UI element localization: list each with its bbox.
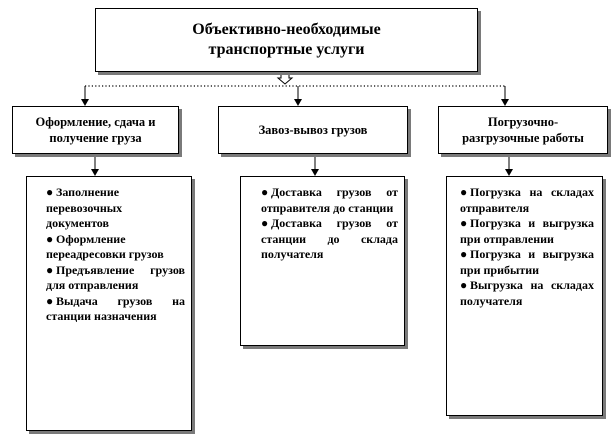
main-title-line-1: Объективно-необходимые — [192, 21, 381, 38]
arrow-to-category-3 — [501, 86, 509, 106]
bullet-icon: ● — [460, 278, 468, 292]
items-list-delivery: ●Доставка грузов от отправителя до станц… — [240, 176, 405, 346]
list-item: ●Погрузка и выгрузка при прибытии — [460, 247, 594, 278]
arrow-to-list-1 — [91, 157, 99, 176]
arrow-to-category-1 — [81, 86, 89, 106]
list-item: ●Доставка грузов от станции до склада по… — [261, 216, 398, 263]
category-3-title-line-2: разгрузочные работы — [462, 131, 584, 145]
list-item: ●Заполнение перевозочных документов — [46, 185, 185, 232]
list-item-text: Доставка грузов от станции до склада пол… — [261, 216, 398, 261]
hollow-down-arrow — [276, 71, 294, 85]
bullet-icon: ● — [460, 216, 468, 230]
bullet-icon: ● — [46, 262, 54, 277]
list-item-text: Предъявление грузов для отправления — [46, 262, 185, 293]
bullet-icon: ● — [46, 293, 54, 308]
category-2-title-line-1: Завоз-вывоз грузов — [258, 123, 368, 137]
bullet-icon: ● — [46, 231, 54, 246]
bullet-icon: ● — [261, 216, 269, 230]
list-item: ●Выдача грузов на станции назначения — [46, 294, 185, 325]
category-1-title-line-1: Оформление, сдача и — [35, 115, 156, 129]
list-item-text: Оформление переадресовки грузов — [46, 231, 164, 262]
list-item-text: Выгрузка на складах получателя — [460, 278, 594, 308]
list-item: ●Выгрузка на складах получателя — [460, 278, 594, 309]
bullet-icon: ● — [46, 185, 54, 199]
list-item: ●Предъявление грузов для отправления — [46, 263, 185, 294]
arrow-to-list-2 — [311, 157, 319, 176]
category-1-title-line-2: получение груза — [49, 131, 142, 145]
category-box-documents: Оформление, сдача и получение груза — [12, 106, 179, 154]
list-item: ●Погрузка и выгрузка при отправлении — [460, 216, 594, 247]
main-service-box: Объективно-необходимые транспортные услу… — [95, 8, 478, 72]
list-item-text: Выдача грузов на станции назначения — [46, 293, 185, 324]
bullet-icon: ● — [460, 247, 468, 261]
category-3-title-line-1: Погрузочно- — [487, 115, 559, 129]
list-item: ●Погрузка на складах отправителя — [460, 185, 594, 216]
arrow-to-list-3 — [505, 157, 513, 176]
list-item: ●Доставка грузов от отправителя до станц… — [261, 185, 398, 216]
list-item-text: Заполнение перевозочных документов — [46, 185, 123, 230]
category-box-delivery: Завоз-вывоз грузов — [218, 106, 408, 154]
items-list-documents: ●Заполнение перевозочных документов ●Офо… — [26, 176, 192, 431]
list-item: ●Оформление переадресовки грузов — [46, 232, 185, 263]
bullet-icon: ● — [460, 185, 468, 199]
bullet-icon: ● — [261, 185, 269, 199]
list-item-text: Погрузка и выгрузка при прибытии — [460, 247, 594, 277]
category-box-loading: Погрузочно- разгрузочные работы — [438, 106, 608, 154]
list-item-text: Погрузка на складах отправителя — [460, 185, 594, 215]
arrow-to-category-2 — [294, 86, 302, 106]
items-list-loading: ●Погрузка на складах отправителя ●Погруз… — [446, 176, 603, 416]
list-item-text: Погрузка и выгрузка при отправлении — [460, 216, 594, 246]
list-item-text: Доставка грузов от отправителя до станци… — [261, 185, 398, 215]
main-title-line-2: транспортные услуги — [208, 41, 365, 58]
